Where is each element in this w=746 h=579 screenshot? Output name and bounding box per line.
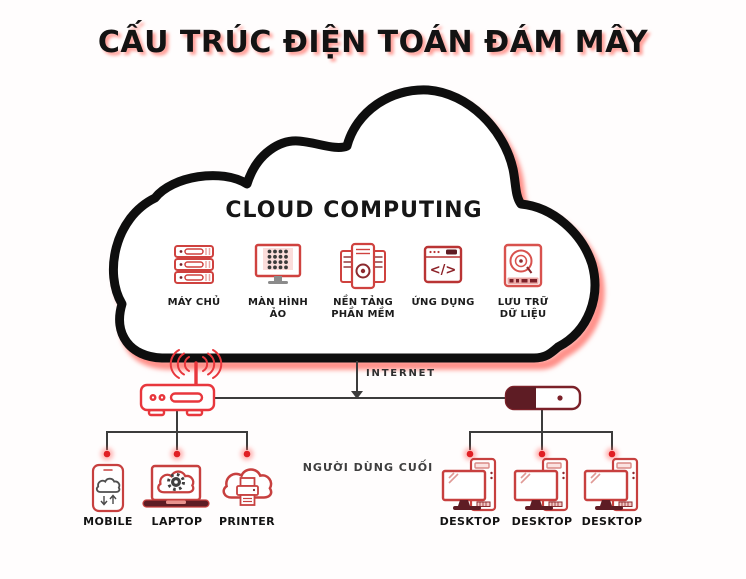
connection-lines: [106, 361, 613, 450]
device-label-printer: PRINTER: [218, 515, 276, 528]
mobile-icon: [91, 463, 125, 513]
service-label-software-platform: NỀN TẢNG PHẦN MỀM: [331, 297, 395, 320]
service-label-virtual-monitor: MÀN HÌNH ẢO: [248, 297, 308, 320]
laptop-icon: [142, 464, 210, 508]
arrow-down-icon: [351, 391, 363, 399]
device-label-laptop: LAPTOP: [151, 515, 203, 528]
page-title: CẤU TRÚC ĐIỆN TOÁN ĐÁM MÂY: [97, 25, 649, 60]
wifi-router-icon: [139, 349, 223, 417]
printer-icon: [222, 468, 273, 506]
cloud-heading: CLOUD COMPUTING: [225, 198, 483, 223]
server-icon: [174, 245, 214, 284]
desktop-icon: [583, 457, 639, 512]
service-label-data-storage: LƯU TRỮ DỮ LIỆU: [497, 297, 549, 320]
internet-label: INTERNET: [366, 368, 436, 379]
cloud-outline: [108, 85, 600, 363]
code-glyph: </>: [430, 263, 457, 278]
device-label-mobile: MOBILE: [83, 515, 133, 528]
end-user-caption: NGƯỜI DÙNG CUỐI: [302, 461, 434, 474]
device-label-desktop: DESKTOP: [581, 515, 643, 528]
virtual-monitor-icon: [254, 243, 302, 284]
usb-drive-icon: [504, 385, 582, 411]
data-storage-icon: [503, 243, 543, 288]
application-icon: </>: [423, 245, 463, 284]
service-label-server: MÁY CHỦ: [167, 297, 221, 308]
software-platform-icon: [340, 242, 386, 290]
desktop-icon: [513, 457, 569, 512]
desktop-icon: [441, 457, 497, 512]
device-label-desktop: DESKTOP: [511, 515, 573, 528]
service-label-application: ỨNG DỤNG: [411, 297, 475, 308]
device-label-desktop: DESKTOP: [439, 515, 501, 528]
endpoint-dots: [100, 447, 619, 461]
